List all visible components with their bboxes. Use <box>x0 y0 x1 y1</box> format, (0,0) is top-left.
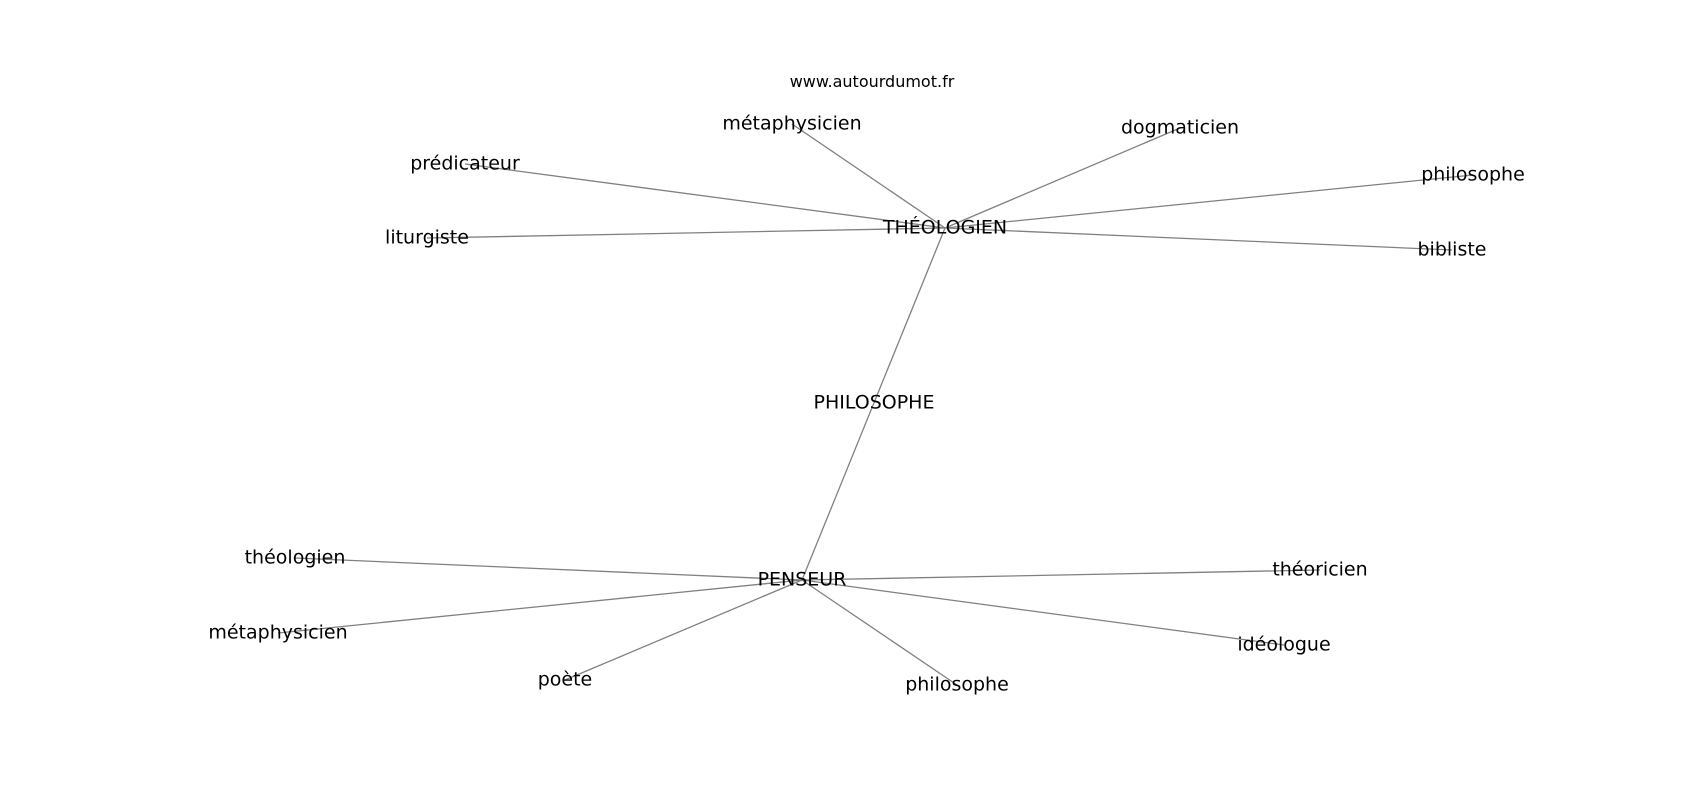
edges-layer <box>277 123 1474 686</box>
node-liturgiste[interactable]: liturgiste <box>385 227 469 249</box>
edge-theologien_hub-penseur_hub <box>801 227 946 581</box>
node-philosophe_bottom[interactable]: philosophe <box>905 674 1009 696</box>
node-philosophe_root[interactable]: PHILOSOPHE <box>814 392 935 414</box>
edge-penseur_hub-metaphysicien_bottom <box>277 579 803 634</box>
node-dogmaticien[interactable]: dogmaticien <box>1121 117 1239 139</box>
node-penseur_hub[interactable]: PENSEUR <box>758 569 847 591</box>
edge-theologien_hub-philosophe_top <box>944 174 1474 229</box>
edge-penseur_hub-philosophe_bottom <box>801 579 958 686</box>
node-theoricien[interactable]: théoricien <box>1272 559 1367 581</box>
edge-penseur_hub-ideologue <box>801 579 1285 646</box>
node-predicateur[interactable]: prédicateur <box>410 153 520 175</box>
edge-theologien_hub-liturgiste <box>426 227 946 239</box>
edge-theologien_hub-predicateur <box>464 163 946 229</box>
labels-layer: www.autourdumot.fr PHILOSOPHE THÉOLOGIEN P… <box>208 72 1524 696</box>
node-metaphysicien_top[interactable]: métaphysicien <box>722 113 861 135</box>
node-theologien_leaf[interactable]: théologien <box>245 547 346 569</box>
source-url: www.autourdumot.fr <box>790 72 955 91</box>
node-bibliste[interactable]: bibliste <box>1418 239 1487 261</box>
edge-theologien_hub-dogmaticien <box>944 127 1181 229</box>
node-poete[interactable]: poète <box>538 669 593 691</box>
edge-theologien_hub-bibliste <box>944 227 1453 251</box>
node-philosophe_top[interactable]: philosophe <box>1421 164 1525 186</box>
edge-penseur_hub-poete <box>564 579 803 681</box>
node-theologien_hub[interactable]: THÉOLOGIEN <box>882 216 1007 239</box>
node-metaphysicien_bottom[interactable]: métaphysicien <box>208 622 347 644</box>
edge-penseur_hub-theologien_leaf <box>294 557 803 581</box>
edge-theologien_hub-metaphysicien_top <box>791 123 946 229</box>
node-ideologue[interactable]: idéologue <box>1237 634 1330 656</box>
edge-penseur_hub-theoricien <box>801 569 1321 581</box>
